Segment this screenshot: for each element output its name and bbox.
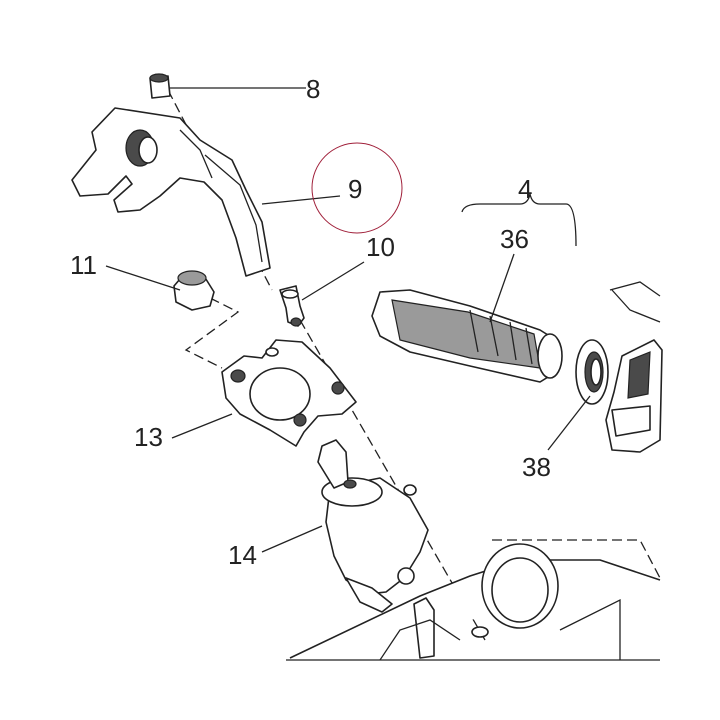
callout-4: 4	[518, 174, 533, 204]
bracket-4	[461, 193, 577, 247]
leader-14	[261, 525, 323, 553]
part-8-bolt	[149, 73, 171, 99]
highlight-circle	[311, 142, 403, 234]
part-36-grip	[371, 289, 563, 383]
leader-13	[171, 413, 233, 439]
fork-top-clamp	[286, 539, 661, 661]
handlebar-switch-housing	[605, 281, 663, 453]
callout-14: 14	[228, 540, 257, 570]
part-14-ignition-switch	[317, 439, 429, 613]
part-13-mounting-bracket	[221, 339, 357, 447]
callout-11: 11	[70, 250, 97, 280]
part-38-ring	[575, 339, 609, 405]
callout-38: 38	[522, 452, 551, 482]
part-10-screw	[279, 285, 305, 327]
callout-13: 13	[134, 422, 163, 452]
part-9-switch-cover	[71, 107, 271, 277]
leader-11	[105, 265, 181, 291]
leader-38	[547, 395, 591, 451]
callout-8: 8	[306, 74, 321, 104]
leader-lines	[105, 87, 591, 553]
callout-9: 9	[348, 174, 363, 204]
callout-10: 10	[366, 232, 395, 262]
leader-36	[489, 253, 515, 323]
part-11-rubber-plug	[173, 270, 215, 311]
leader-9	[261, 195, 341, 205]
leader-10	[301, 261, 365, 301]
callout-36: 36	[500, 224, 529, 254]
